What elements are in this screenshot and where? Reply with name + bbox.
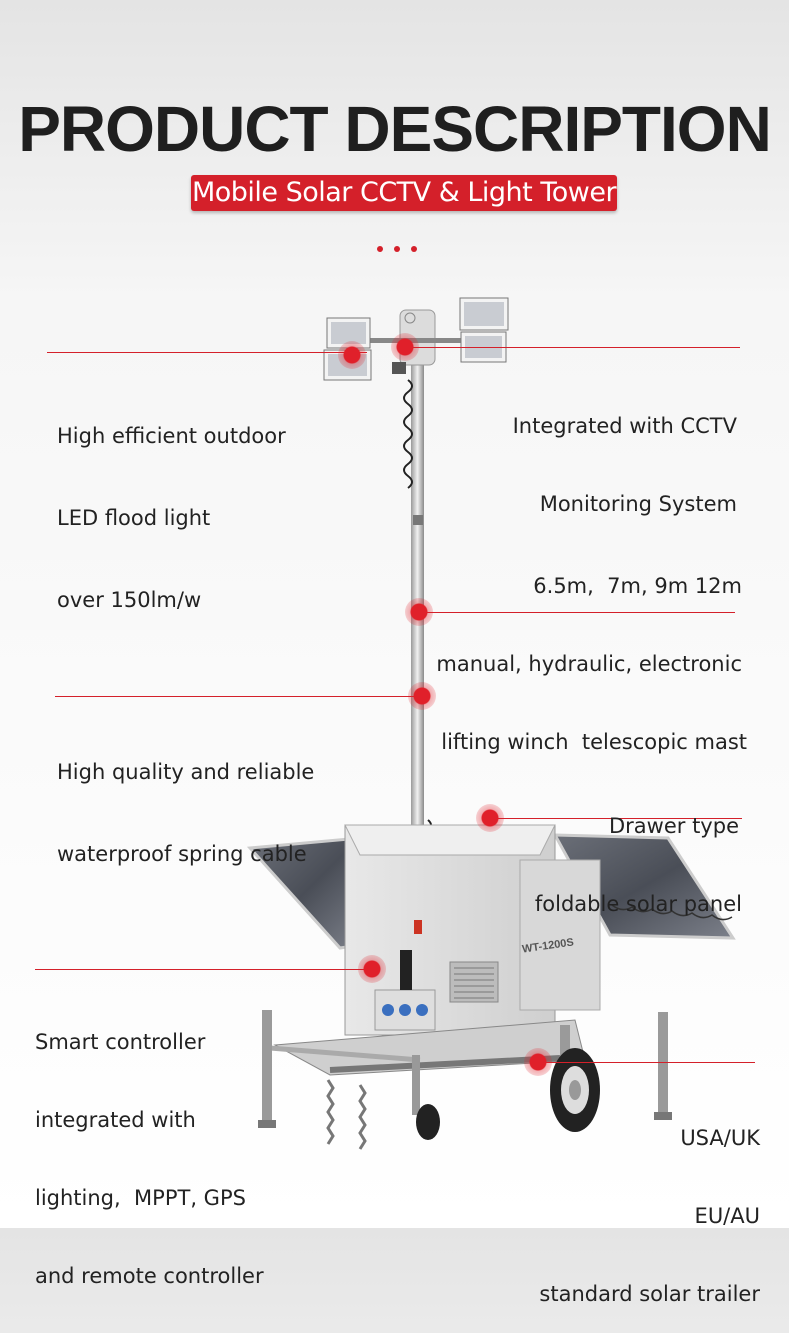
feature-line: High efficient outdoor xyxy=(57,424,286,448)
feature-solar-trailer: USA/UK EU/AU standard solar trailer xyxy=(539,1073,760,1333)
callout-line-cable xyxy=(55,696,423,697)
feature-line: Smart controller xyxy=(35,1030,206,1054)
marker-cable xyxy=(408,682,436,710)
feature-smart-controller: Smart controller integrated with lightin… xyxy=(35,977,264,1315)
dot xyxy=(411,246,417,252)
callout-line-controller xyxy=(35,969,372,970)
feature-line: and remote controller xyxy=(35,1264,264,1288)
feature-line: High quality and reliable xyxy=(57,760,315,784)
marker-solar xyxy=(476,804,504,832)
feature-line: integrated with xyxy=(35,1108,196,1132)
feature-line: LED flood light xyxy=(57,506,211,530)
callout-line-cctv xyxy=(405,347,740,348)
feature-solar-panel: Drawer type foldable solar panel xyxy=(535,761,742,943)
callout-line-mast xyxy=(420,612,735,613)
marker-led xyxy=(338,341,366,369)
product-subtitle-badge: Mobile Solar CCTV & Light Tower xyxy=(191,175,617,211)
feature-line: over 150lm/w xyxy=(57,588,202,612)
feature-cctv: Integrated with CCTV Monitoring System xyxy=(513,361,737,543)
feature-line: standard solar trailer xyxy=(539,1282,760,1306)
feature-led-flood-light: High efficient outdoor LED flood light o… xyxy=(57,371,286,639)
marker-cctv xyxy=(391,333,419,361)
feature-line: Monitoring System xyxy=(539,492,737,516)
marker-mast xyxy=(405,598,433,626)
feature-line: foldable solar panel xyxy=(534,892,742,916)
feature-line: lifting winch telescopic mast xyxy=(441,730,747,754)
callout-line-solar xyxy=(490,818,742,819)
flood-light-right-top xyxy=(459,297,509,331)
decorative-dots xyxy=(377,246,417,254)
feature-spring-cable: High quality and reliable waterproof spr… xyxy=(57,707,314,893)
feature-line: manual, hydraulic, electronic xyxy=(436,652,742,676)
feature-telescopic-mast: 6.5m, 7m, 9m 12m manual, hydraulic, elec… xyxy=(436,521,747,781)
feature-line: USA/UK xyxy=(680,1126,760,1150)
light-tower-illustration xyxy=(246,297,736,1150)
feature-line: lighting, MPPT, GPS xyxy=(35,1186,246,1210)
page-title: PRODUCT DESCRIPTION xyxy=(18,93,772,165)
feature-line: EU/AU xyxy=(694,1204,760,1228)
dot xyxy=(377,246,383,252)
feature-line: waterproof spring cable xyxy=(57,842,307,866)
dot xyxy=(394,246,400,252)
feature-line: 6.5m, 7m, 9m 12m xyxy=(533,574,742,598)
marker-trailer xyxy=(524,1048,552,1076)
callout-line-trailer xyxy=(538,1062,755,1063)
feature-line: Drawer type xyxy=(609,814,739,838)
callout-line-led xyxy=(47,352,367,353)
marker-controller xyxy=(358,955,386,983)
feature-line: Integrated with CCTV xyxy=(512,414,737,438)
